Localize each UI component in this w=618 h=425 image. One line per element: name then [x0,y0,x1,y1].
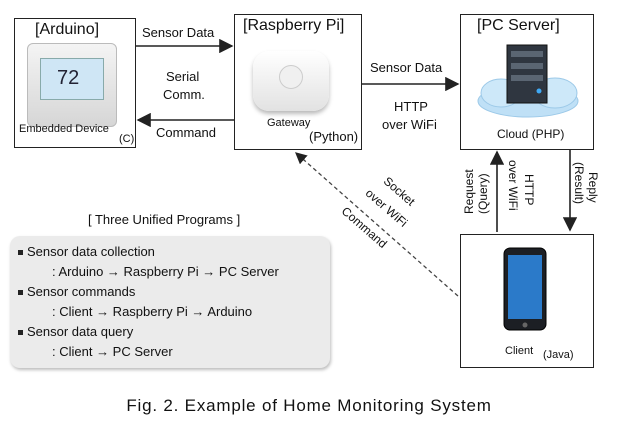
summary-panel: Sensor data collection : Arduino → Raspb… [10,236,330,368]
label-result: (Result) [572,162,586,205]
gateway-device-image [253,51,329,111]
summary-item-3-path: : Client → PC Server [52,344,173,359]
thermostat-screen: 72 [40,58,104,100]
gateway-button-icon [279,65,303,89]
label-http: HTTP [394,99,428,114]
server-node: [PC Server] Cloud (PHP) [460,14,594,150]
label-mid-over-wifi: over WiFi [506,160,520,211]
summary-item-title: Sensor data collection [27,244,155,259]
summary-item-2-path: : Client → Raspberry Pi → Arduino [52,304,253,319]
label-serial: Serial [166,69,200,84]
arduino-title: [Arduino] [35,21,100,38]
label-mid-http: HTTP [522,174,536,206]
label-reply: Reply [586,172,600,203]
label-request: Request [462,169,476,214]
client-title: Client [505,345,534,357]
server-title: [PC Server] [477,17,560,34]
summary-item-title: Sensor commands [27,284,136,299]
figure-caption: Fig. 2. Example of Home Monitoring Syste… [126,396,492,415]
bullet-icon [18,330,23,336]
summary-item-2-title: Sensor commands [18,284,135,299]
cloud-server-icon [477,44,579,118]
raspberry-caption: Gateway [267,117,311,129]
bullet-icon [18,250,23,256]
label-comm: Comm. [163,87,205,102]
raspberry-node: [Raspberry Pi] Gateway (Python) [234,14,362,150]
client-node: Client (Java) [460,234,594,368]
summary-item-1-path: : Arduino → Raspberry Pi → PC Server [52,264,279,279]
thermostat-device-image: 72 [27,43,117,127]
raspberry-title: [Raspberry Pi] [243,17,345,34]
client-lang: (Java) [543,349,574,361]
label-over-wifi: over WiFi [382,117,437,132]
arrow-client-to-raspberry-socket [295,152,459,297]
summary-heading: [ Three Unified Programs ] [88,212,241,227]
summary-item-3-title: Sensor data query [18,324,133,339]
arduino-lang: (C) [119,133,135,145]
summary-item-1-title: Sensor data collection [18,244,155,259]
label-sensor-data-server: Sensor Data [370,60,443,75]
label-query: (Query) [476,173,490,214]
arduino-node: [Arduino] 72 Embedded Device (C) [14,18,136,148]
smartphone-icon [503,247,547,331]
bullet-icon [18,290,23,296]
label-command-arduino: Command [156,125,216,140]
server-caption: Cloud (PHP) [497,127,565,141]
summary-item-title: Sensor data query [27,324,134,339]
raspberry-lang: (Python) [309,129,359,144]
arduino-caption: Embedded Device [19,123,109,135]
label-sensor-data-arduino: Sensor Data [142,25,215,40]
thermostat-temperature: 72 [57,67,80,89]
